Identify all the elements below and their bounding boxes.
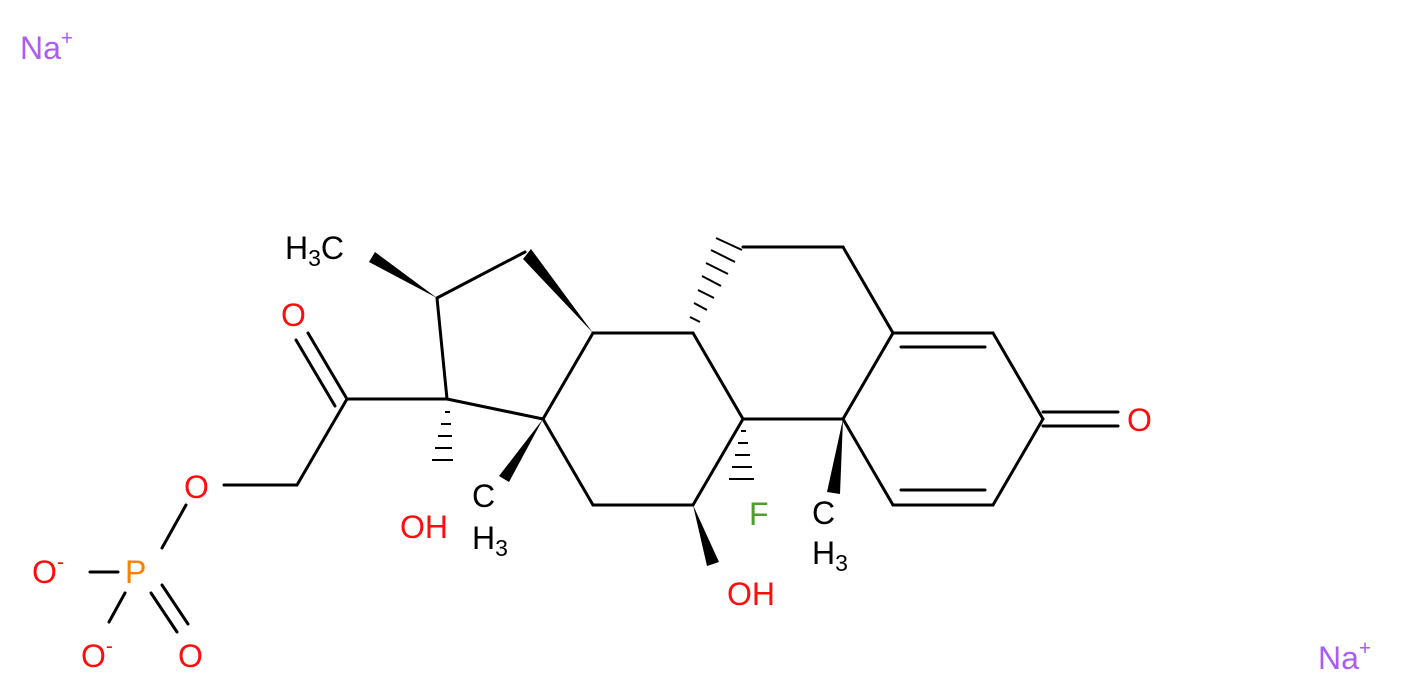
methyl-label-13: C xyxy=(472,478,495,514)
wedge-bond xyxy=(369,252,437,298)
bond xyxy=(294,338,337,408)
bond xyxy=(691,331,745,421)
bond xyxy=(541,331,595,421)
wedge-bond xyxy=(523,249,593,333)
bond xyxy=(306,331,349,401)
bond xyxy=(841,417,895,507)
bond xyxy=(149,591,179,634)
hydroxyl-17: OH xyxy=(400,509,448,545)
methyl-label-10: C xyxy=(812,495,835,531)
sodium-ion-top: Na+ xyxy=(20,27,73,66)
bond xyxy=(160,503,188,550)
wedge-bonds xyxy=(369,249,843,566)
bond xyxy=(295,397,349,487)
bonds xyxy=(88,245,1120,634)
fluorine-atom: F xyxy=(749,496,769,532)
bond xyxy=(541,417,595,507)
bond xyxy=(435,296,449,401)
sodium-ion-bottom: Na+ xyxy=(1318,637,1371,676)
ring-ketone-oxygen: O xyxy=(1127,402,1152,438)
methyl-label-10-h: H3 xyxy=(812,535,848,576)
phosphoryl-oxygen: O xyxy=(178,638,203,674)
wedge-bond xyxy=(693,505,719,566)
bond xyxy=(445,397,545,421)
phosphorus-atom: P xyxy=(125,554,146,590)
bond xyxy=(160,583,190,626)
bond xyxy=(107,591,127,624)
phosphate-oxygen-anion-2: O- xyxy=(81,635,113,674)
bond xyxy=(841,245,895,335)
bond xyxy=(691,417,745,507)
bond xyxy=(435,250,527,300)
methyl-label-16: H3C xyxy=(285,230,344,271)
bond xyxy=(991,417,1045,507)
bond xyxy=(841,331,895,421)
hydroxyl-11: OH xyxy=(727,576,775,612)
hash-bonds xyxy=(432,237,754,480)
atom-labels: Na+ Na+ H3C O O O OH C H3 F OH C H3 O- P… xyxy=(20,27,1371,676)
bond xyxy=(991,331,1045,421)
phosphate-oxygen-anion-1: O- xyxy=(32,551,64,590)
wedge-bond xyxy=(827,419,843,494)
methyl-label-13-h: H3 xyxy=(472,520,508,561)
side-chain-ketone-oxygen: O xyxy=(281,297,306,333)
wedge-bond xyxy=(499,419,543,482)
ester-oxygen: O xyxy=(184,469,209,505)
